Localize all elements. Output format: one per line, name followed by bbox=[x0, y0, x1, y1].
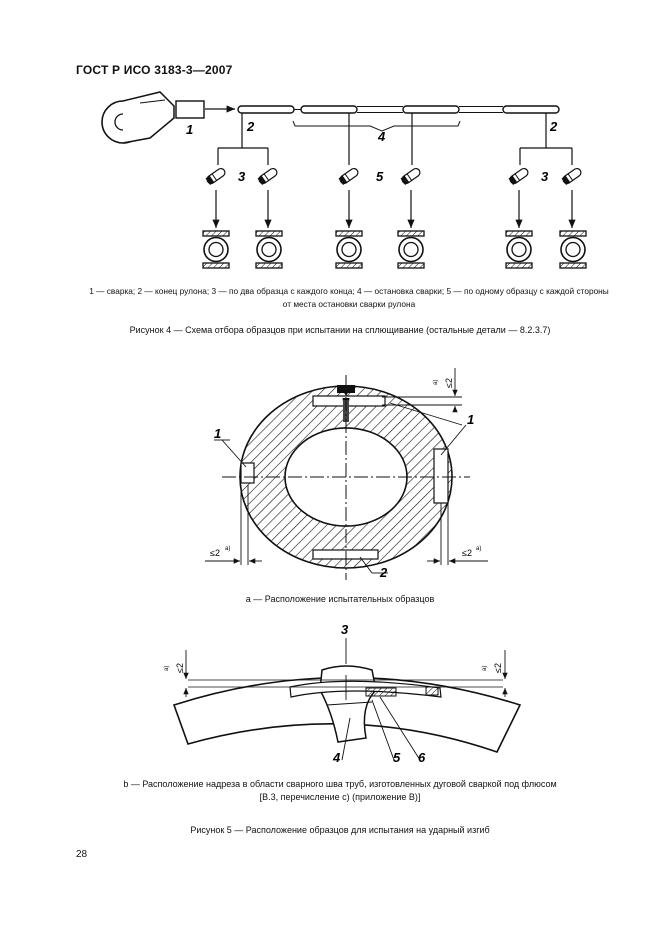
figure5b-caption-line1: b — Расположение надреза в области сварн… bbox=[123, 779, 557, 789]
document-header: ГОСТ Р ИСО 3183-3—2007 bbox=[76, 63, 233, 77]
fig5b-callout-5: 5 bbox=[393, 750, 401, 765]
fig4-callout-5: 5 bbox=[376, 169, 384, 184]
fig4-callout-4: 4 bbox=[377, 129, 386, 144]
fig5b-dim-left-sup: а) bbox=[164, 666, 170, 671]
fig5b-callout-4: 4 bbox=[332, 750, 341, 765]
figure5a-diagram: ≤2 а) ≤2 а) ≤2 а) 1 1 2 bbox=[205, 368, 488, 580]
fig5a-callout-1-left: 1 bbox=[214, 426, 221, 441]
fig4-callout-1: 1 bbox=[186, 122, 193, 137]
figure5a-caption: а — Расположение испытательных образцов bbox=[245, 594, 435, 604]
figure4-diagram: 1 2 2 4 3 5 3 bbox=[101, 91, 587, 269]
fig5b-callout-6: 6 bbox=[418, 750, 426, 765]
fig5b-dim-left: ≤2 bbox=[175, 663, 185, 673]
fig5a-callout-2: 2 bbox=[379, 565, 388, 580]
fig5b-dim-right: ≤2 bbox=[493, 663, 503, 673]
figure5b-caption-line2: [B.3, перечисление с) (приложение B)] bbox=[259, 792, 421, 802]
fig5a-dim-top: ≤2 bbox=[444, 378, 454, 388]
figure4-legend: 1 — сварка; 2 — конец рулона; 3 — по два… bbox=[89, 286, 609, 309]
fig4-callout-3-left: 3 bbox=[238, 169, 246, 184]
fig5a-callout-1-right: 1 bbox=[467, 412, 474, 427]
fig4-callout-3-right: 3 bbox=[541, 169, 549, 184]
fig5a-dim-top-sup: а) bbox=[433, 380, 439, 385]
fig4-callout-2-left: 2 bbox=[246, 119, 255, 134]
fig5b-callout-3: 3 bbox=[341, 622, 349, 637]
figure5b-diagram: ≤2 а) ≤2 а) 3 4 5 6 bbox=[164, 622, 522, 765]
fig5a-dim-left: ≤2 bbox=[210, 548, 220, 558]
fig4-callout-2-right: 2 bbox=[549, 119, 558, 134]
fig5a-dim-left-sup: а) bbox=[225, 546, 230, 552]
figure4-caption: Рисунок 4 — Схема отбора образцов при ис… bbox=[129, 325, 551, 335]
fig5b-dim-right-sup: а) bbox=[482, 666, 488, 671]
page-number: 28 bbox=[76, 849, 88, 860]
fig5a-dim-right: ≤2 bbox=[462, 548, 472, 558]
fig5a-dim-right-sup: а) bbox=[476, 546, 481, 552]
figure5-caption: Рисунок 5 — Расположение образцов для ис… bbox=[190, 825, 490, 835]
